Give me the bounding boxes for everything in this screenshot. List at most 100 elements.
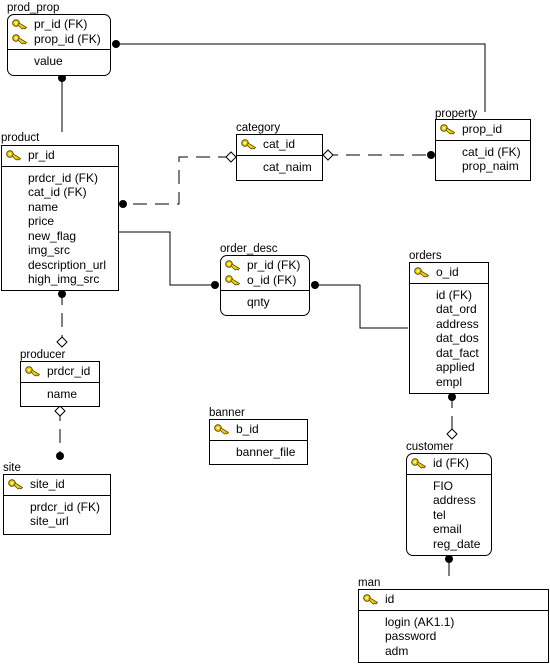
category-title: category [236,122,281,134]
prod_prop-key-row: prop_id (FK) [8,32,110,47]
product-attr: name [28,199,59,214]
customer-attr: email [433,522,462,537]
prod_prop-primary-keys: pr_id (FK) prop_id (FK) [8,15,110,50]
orders-attr: id (FK) [436,287,472,302]
rel-diamond [225,151,237,163]
orders-title: orders [409,250,442,262]
product-key-row: pr_id [2,148,118,163]
rel-diamond [446,428,458,440]
rel-dot [58,290,66,298]
key-icon [8,478,24,490]
orders-attr: applied [436,360,475,375]
property-attr: cat_id (FK) [462,144,521,159]
orders-attr: address [436,316,479,331]
product-attr: high_img_src [28,272,100,287]
key-icon [414,266,430,278]
key-icon [241,138,257,150]
rel-dot [211,281,219,289]
man-primary-keys: id [359,590,548,611]
rel-diamond [54,405,66,417]
man-attr: adm [385,643,409,658]
banner-entity[interactable]: b_id banner_file [209,419,308,465]
key-icon [214,423,230,435]
category-entity[interactable]: cat_id cat_naim [236,134,323,181]
product-attr: price [28,214,55,229]
man-title: man [358,577,381,589]
key-icon [225,259,241,271]
producer-entity[interactable]: prdcr_id name [20,361,100,407]
producer-title: producer [20,349,66,361]
site-attributes: prdcr_id (FK) site_url [4,496,110,531]
prod_prop-key: pr_id (FK) [34,17,88,32]
site-key: site_id [30,477,65,492]
man-attributes: login (AK1.1) password adm [359,611,548,661]
order_desc-entity[interactable]: pr_id (FK) o_id (FK) qnty [220,255,310,316]
category-primary-keys: cat_id [237,135,322,156]
site-attr: prdcr_id (FK) [30,499,101,514]
property-entity[interactable]: prop_id cat_id (FK) prop_naim [435,119,531,181]
order_desc-key-row: o_id (FK) [221,273,309,288]
rel-dot [119,200,127,208]
banner-title: banner [209,407,245,419]
order_desc-title: order_desc [220,243,278,255]
key-icon [225,274,241,286]
prod_prop-entity[interactable]: pr_id (FK) prop_id (FK) value [7,14,111,76]
orders-entity[interactable]: o_id id (FK) dat_ord address dat_dos dat… [409,262,489,394]
prod_prop-key-row: pr_id (FK) [8,17,110,32]
producer-key: prdcr_id [47,364,91,379]
customer-key: id (FK) [433,456,469,471]
key-icon [25,365,41,377]
man-attr: password [385,629,437,644]
man-entity[interactable]: id login (AK1.1) password adm [358,589,549,663]
product-key: pr_id [28,148,55,163]
customer-title: customer [406,441,454,453]
site-key-row: site_id [4,477,110,492]
orders-key-row: o_id [410,265,488,280]
rel-diamond [56,336,68,348]
order_desc-attributes: qnty [221,291,309,312]
customer-attributes: FIO address tel email reg_date [407,475,491,554]
rel-dot [56,452,64,460]
site-entity[interactable]: site_id prdcr_id (FK) site_url [3,474,111,535]
producer-key-row: prdcr_id [21,364,99,379]
producer-primary-keys: prdcr_id [21,362,99,383]
rel-product-order_desc [119,231,219,286]
product-primary-keys: pr_id [2,146,118,167]
banner-primary-keys: b_id [210,420,307,441]
customer-entity[interactable]: id (FK) FIO address tel email reg_date [406,453,492,556]
key-icon [6,149,22,161]
key-icon [12,33,28,45]
rel-dot [445,555,453,563]
prod_prop-attributes: value [8,50,110,71]
site-title: site [3,462,21,474]
product-entity[interactable]: pr_id prdcr_id (FK) cat_id (FK) name pri… [1,145,119,291]
rel-diamond [322,149,334,161]
rel-category-product [120,156,232,205]
order_desc-key: o_id (FK) [247,272,297,287]
property-title: property [435,108,478,120]
orders-attr: dat_dos [436,331,479,346]
property-attr: prop_naim [462,159,519,174]
rel-dot [311,281,319,289]
orders-attributes: id (FK) dat_ord address dat_dos dat_fact… [410,284,488,392]
product-attr: img_src [28,243,71,258]
category-attr: cat_naim [263,159,312,174]
property-key: prop_id [462,122,503,137]
customer-attr: FIO [433,478,453,493]
property-attributes: cat_id (FK) prop_naim [436,141,530,176]
prod_prop-key: prop_id (FK) [34,31,101,46]
orders-key: o_id [436,265,459,280]
orders-attr: empl [436,374,463,389]
property-key-row: prop_id [436,122,530,137]
banner-key-row: b_id [210,422,307,437]
category-attributes: cat_naim [237,156,322,177]
product-title: product [1,132,40,144]
prod_prop-attr: value [34,54,63,69]
product-attr: prdcr_id (FK) [28,170,99,185]
man-key: id [385,592,395,607]
banner-attr: banner_file [236,444,296,459]
order_desc-key: pr_id (FK) [247,258,301,273]
site-attr: site_url [30,514,69,529]
key-icon [411,457,427,469]
